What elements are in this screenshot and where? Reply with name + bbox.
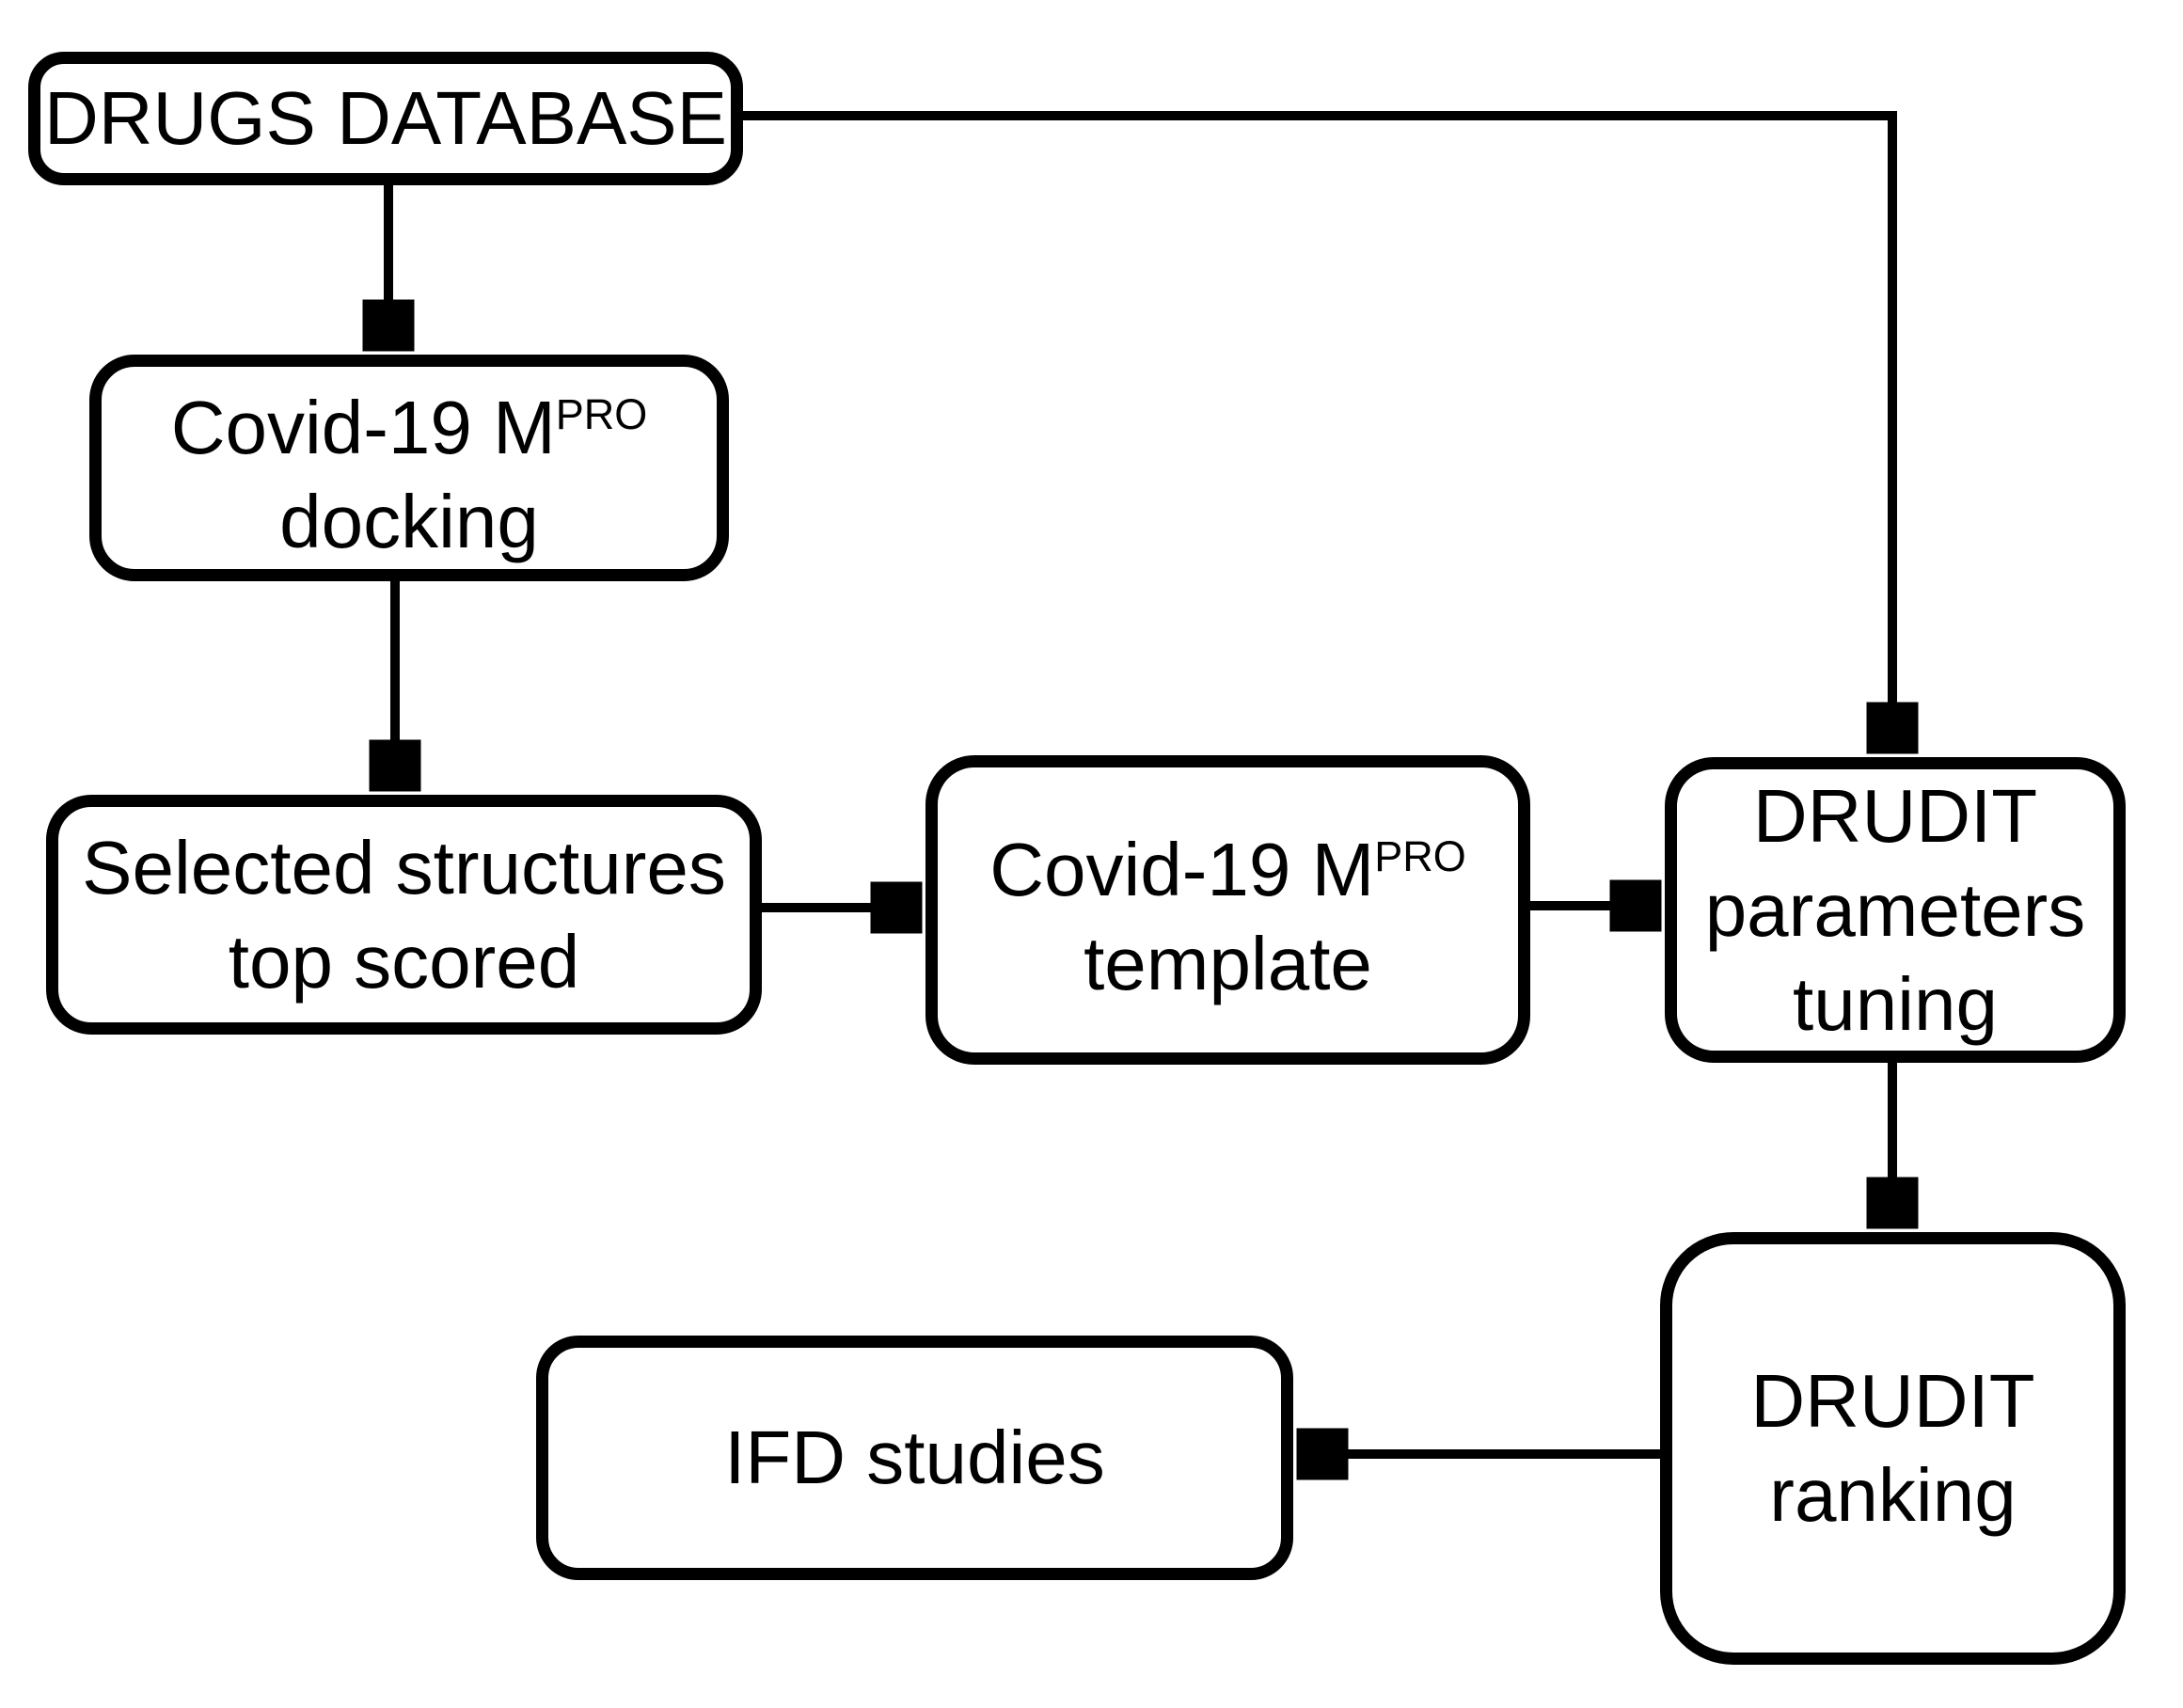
node-drudit-parameters-tuning-line1: DRUDIT (1752, 773, 2038, 858)
node-selected-structures-line2: top scored (228, 919, 580, 1004)
node-covid19-mpro-docking: Covid-19 MPRO docking (89, 355, 729, 581)
node-covid19-mpro-docking-line1: Covid-19 MPRO (170, 385, 648, 469)
node-drudit-parameters-tuning: DRUDIT parameters tuning (1665, 757, 2126, 1063)
node-covid19-mpro-template-line1: Covid-19 MPRO (989, 827, 1466, 911)
superscript-pro: PRO (555, 389, 648, 438)
node-ifd-studies: IFD studies (536, 1336, 1293, 1580)
node-drudit-parameters-tuning-line2: parameters (1704, 867, 2086, 952)
node-selected-structures-line1: Selected structures (82, 825, 726, 909)
node-ifd-studies-label: IFD studies (724, 1415, 1105, 1499)
node-drudit-ranking: DRUDIT ranking (1660, 1232, 2126, 1665)
node-covid19-mpro-docking-line2: docking (279, 479, 539, 563)
superscript-pro: PRO (1374, 831, 1466, 880)
node-drugs-database: DRUGS DATABASE (28, 52, 743, 185)
node-covid19-mpro-template-line2: template (1084, 921, 1372, 1005)
node-drudit-ranking-line2: ranking (1769, 1453, 2017, 1537)
node-drudit-ranking-line1: DRUDIT (1750, 1359, 2035, 1443)
edge-drugs-database-to-drudit-tuning (743, 111, 1892, 749)
node-drudit-parameters-tuning-line3: tuning (1793, 961, 1998, 1046)
node-covid19-mpro-template: Covid-19 MPRO template (925, 755, 1530, 1065)
node-drugs-database-label: DRUGS DATABASE (43, 76, 728, 160)
node-selected-structures: Selected structures top scored (46, 795, 762, 1035)
